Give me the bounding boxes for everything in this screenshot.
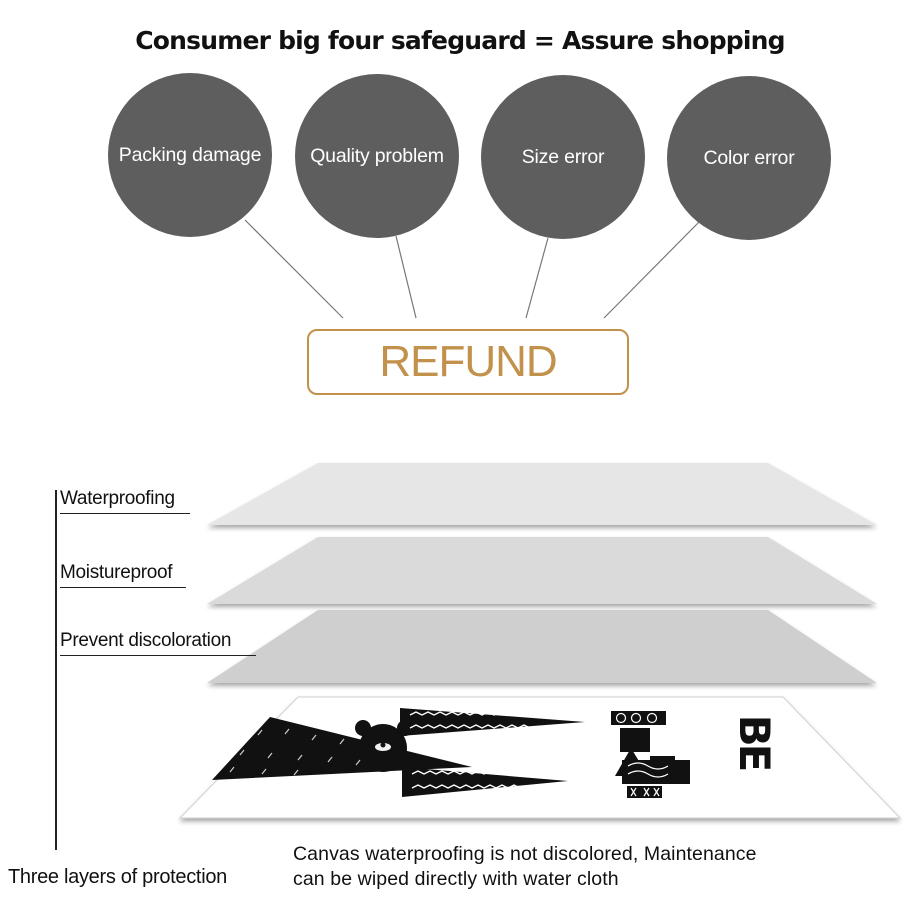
connector-line [603, 220, 701, 319]
connector-lines [244, 219, 701, 319]
artwork-letters: BE [730, 715, 779, 770]
safeguard-label: Size error [521, 145, 605, 168]
safeguard-color-error: Color error [667, 76, 831, 240]
layer-discoloration-sheet [207, 610, 877, 683]
refund-box: REFUND [307, 329, 629, 395]
refund-label: REFUND [379, 337, 557, 386]
safeguard-size-error: Size error [481, 75, 645, 239]
three-layers-label: Three layers of protection [8, 866, 227, 888]
layer-label-waterproofing: Waterproofing [60, 488, 190, 514]
layer-moistureproof-sheet [207, 537, 877, 604]
safeguard-label: Quality problem [310, 144, 444, 167]
caption-line-1: Canvas waterproofing is not discolored, … [293, 843, 757, 865]
layer-label-moistureproof: Moistureproof [60, 562, 186, 588]
caption: Canvas waterproofing is not discolored, … [293, 842, 813, 892]
canvas-artwork-print: BE [178, 696, 902, 819]
connector-line [525, 237, 549, 319]
safeguard-label: Packing damage [118, 143, 262, 166]
connector-line [244, 219, 344, 319]
connector-line [395, 235, 417, 319]
protection-layers: BE [178, 463, 902, 819]
safeguard-packing-damage: Packing damage [108, 73, 272, 237]
layer-label-prevent-discoloration: Prevent discoloration [60, 630, 256, 656]
safeguard-label: Color error [703, 146, 795, 169]
safeguard-quality-problem: Quality problem [295, 74, 459, 238]
layer-waterproofing-sheet [207, 463, 877, 525]
caption-line-2: can be wiped directly with water cloth [293, 868, 619, 890]
layers-bracket [55, 490, 57, 850]
headline: Consumer big four safeguard = Assure sho… [135, 26, 785, 55]
